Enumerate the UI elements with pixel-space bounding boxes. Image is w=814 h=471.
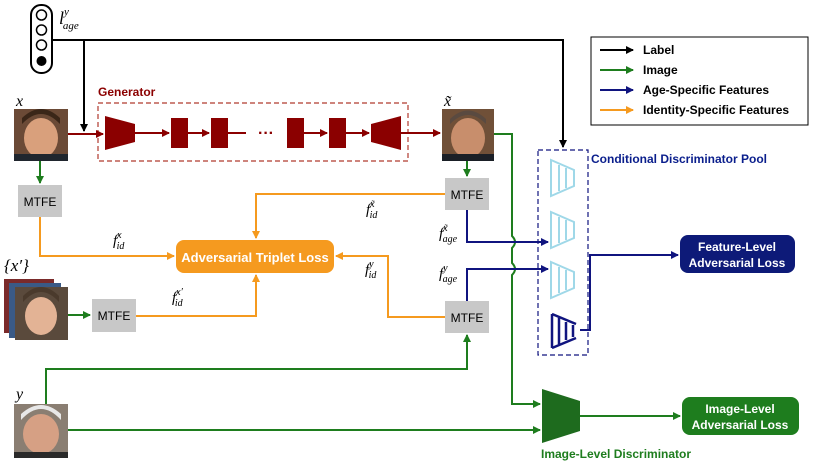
image-level-discriminator-label: Image-Level Discriminator [541,447,691,461]
conditional-pool-discriminators [550,158,577,350]
mtfe-label: MTFE [451,311,484,325]
generator-title: Generator [98,85,156,99]
legend-identity-text: Identity-Specific Features [643,103,789,117]
adversarial-triplet-loss-box: Adversarial Triplet Loss [176,240,334,273]
age-discriminator-2 [550,210,575,250]
y-to-mtfe-arrow [45,334,471,404]
input-y-symbol: y [14,386,24,403]
feature-level-adversarial-loss-box: Feature-Level Adversarial Loss [680,235,795,273]
identity-feature-arrows [39,193,445,318]
legend-label-text: Label [643,43,674,57]
f-id-x-prime-symbol: fx′id [172,287,184,309]
age-y-to-pool-arrow [466,265,549,301]
generator-layer [287,118,304,148]
mtfe-label: MTFE [451,188,484,202]
age-discriminator-3 [550,260,575,300]
generator-network [105,116,401,150]
x-tilde-to-image-discriminator-arrow [494,133,541,408]
face-x-thumbnail [14,109,68,161]
feature-loss-line1: Feature-Level [698,240,776,254]
image-loss-line2: Adversarial Loss [692,418,789,432]
face-y-thumbnail [14,404,68,458]
age-x-tilde-to-pool-arrow [466,210,549,246]
conditional-pool-boundary [537,149,589,356]
mtfe-box-x: MTFE [18,185,62,217]
generator-flow [68,129,441,138]
legend-item-age: Age-Specific Features [600,83,769,97]
f-id-x-tilde-symbol: fx̃id [366,199,378,221]
generator-layer [171,118,188,148]
image-level-adversarial-loss-box: Image-Level Adversarial Loss [682,397,799,435]
output-x-tilde-symbol: x̃ [443,93,452,110]
generator-layer [211,118,228,148]
face-x-prime-stack-thumbnail [4,279,68,340]
feature-loss-line2: Adversarial Loss [689,256,786,270]
image-level-discriminator-block [542,389,580,443]
generator-ellipsis: ··· [258,125,274,142]
generator-decoder-block [371,116,401,150]
legend-item-image: Image [600,63,678,77]
legend: Label Image Age-Specific Features Identi… [590,36,809,126]
age-discriminator-active [550,312,577,350]
legend-age-text: Age-Specific Features [643,83,769,97]
mtfe-box-x-tilde: MTFE [445,178,489,210]
conditional-pool-title: Conditional Discriminator Pool [591,152,767,166]
f-age-x-tilde-symbol: fx̃age [439,223,458,245]
face-x-tilde-thumbnail [442,109,494,161]
mtfe-label: MTFE [24,195,57,209]
pool-to-feature-loss-arrow [580,251,679,331]
label-to-pool-arrow [84,39,567,148]
image-loss-line1: Image-Level [705,402,774,416]
adversarial-triplet-loss-label: Adversarial Triplet Loss [181,250,328,265]
generator-layer [329,118,346,148]
x-prime-set-symbol: {x′} [4,256,29,275]
mtfe-box-x-prime: MTFE [92,299,136,332]
one-hot-selector-icon [30,4,53,74]
legend-item-label: Label [600,43,674,57]
generator-encoder-block [105,116,135,150]
legend-item-identity: Identity-Specific Features [600,103,789,117]
age-discriminator-1 [550,158,575,198]
mtfe-box-y: MTFE [445,301,489,333]
mtfe-label: MTFE [98,309,131,323]
legend-image-text: Image [643,63,678,77]
input-x-symbol: x [15,93,23,110]
